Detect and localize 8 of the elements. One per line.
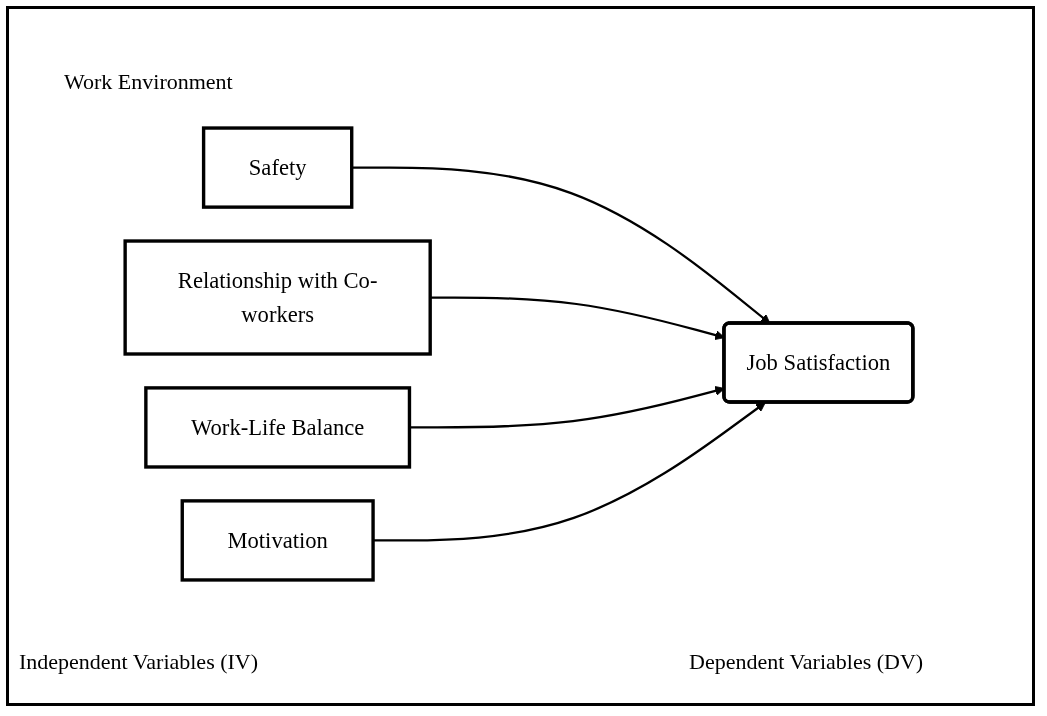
axis-caption: Independent Variables (IV) [19, 649, 259, 675]
node-box [201, 126, 354, 209]
node-box [180, 499, 375, 582]
group-heading: Work Environment [64, 69, 233, 95]
node-box [144, 386, 412, 469]
axis-caption: Dependent Variables (DV) [689, 649, 924, 675]
node-box [123, 239, 432, 356]
diagram-frame: Safety Relationship with Co-workers Work-Life Balance Motivation Job Satisfaction Work Environment Independent Variables (IV) Dependent Variables (DV) [6, 6, 1035, 706]
